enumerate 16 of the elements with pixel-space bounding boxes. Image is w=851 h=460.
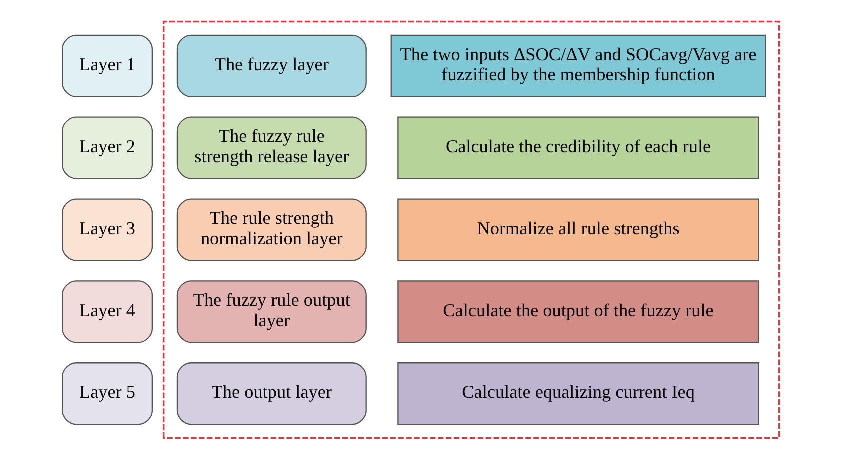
node-box: Layer 1 xyxy=(62,34,153,98)
node-box: The two inputs ΔSOC/ΔV and SOCavg/Vavg are fuzzified by the membership function xyxy=(390,34,766,98)
node-box: The rule strength normalization layer xyxy=(176,198,367,262)
cluster xyxy=(162,20,780,440)
node-box: Calculate the credibility of each rule xyxy=(398,116,760,180)
node-box: Layer 2 xyxy=(62,116,153,180)
node-box: The fuzzy rule strength release layer xyxy=(176,116,367,180)
node-box: Layer 3 xyxy=(62,198,153,262)
node-box: Calculate equalizing current Ieq xyxy=(398,362,760,426)
node-box: The fuzzy layer xyxy=(176,34,367,98)
node-box: Layer 4 xyxy=(62,280,153,344)
node-box: The fuzzy rule output layer xyxy=(176,280,367,344)
node-box: Calculate the output of the fuzzy rule xyxy=(398,280,760,344)
node-box: The output layer xyxy=(176,362,367,426)
node-box: Normalize all rule strengths xyxy=(398,198,760,262)
node-box: Layer 5 xyxy=(62,362,153,426)
